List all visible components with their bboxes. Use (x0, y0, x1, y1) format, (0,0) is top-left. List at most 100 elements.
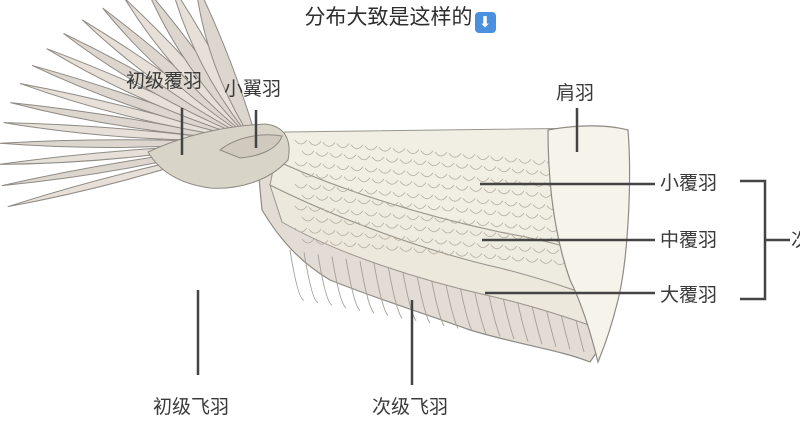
covert-scale (483, 210, 497, 215)
covert-scale (329, 241, 343, 246)
covert-scale (413, 226, 427, 231)
covert-scale (371, 200, 385, 206)
covert-scale (322, 186, 336, 191)
covert-scale (441, 184, 455, 190)
covert-scale (476, 243, 490, 248)
covert-scale (448, 196, 462, 202)
covert-scale (294, 183, 308, 189)
covert-scale (525, 169, 539, 175)
covert-scale (329, 197, 343, 202)
covert-scale (476, 199, 490, 204)
covert-scale (371, 222, 385, 228)
covert-scale (497, 211, 511, 217)
covert-scale (399, 181, 413, 186)
covert-scale (364, 167, 378, 173)
covert-scale (434, 239, 448, 245)
covert-scale (511, 256, 525, 262)
covert-scale (434, 151, 448, 157)
covert-scale (462, 154, 476, 159)
covert-scale (539, 215, 553, 220)
covert-scale (371, 178, 385, 184)
secondary-feather-line (317, 254, 333, 306)
covert-scale (357, 177, 371, 183)
secondary-feather-line (387, 265, 403, 319)
covert-scale (490, 200, 504, 206)
covert-scale (294, 227, 308, 233)
covert-scale (378, 234, 392, 240)
secondary-feather-line (289, 249, 305, 301)
covert-scale (329, 219, 343, 224)
covert-scale (343, 220, 357, 225)
covert-scale (322, 142, 336, 147)
covert-scale (336, 143, 350, 148)
covert-scale (483, 188, 497, 193)
covert-scale (399, 225, 413, 230)
covert-scale (357, 243, 371, 249)
alula-illustration (219, 134, 283, 159)
label-primary-coverts: 初级覆羽 (126, 70, 203, 92)
covert-scale (315, 217, 329, 223)
covert-scale (350, 188, 364, 194)
covert-scale (392, 170, 406, 175)
covert-scale (462, 242, 476, 247)
covert-scale (350, 144, 364, 150)
covert-scale (301, 150, 315, 156)
covert-scale (511, 168, 525, 174)
label-alula: 小翼羽 (224, 78, 282, 100)
covert-scale (392, 192, 406, 197)
covert-scale (518, 224, 532, 230)
covert-scale (434, 195, 448, 201)
label-bracket: 次 (791, 231, 800, 250)
covert-scale (399, 159, 413, 164)
covert-scale (448, 174, 462, 180)
covert-scale (315, 239, 329, 245)
title-text: 分布大致是这样的 (304, 5, 473, 29)
covert-scale (413, 160, 427, 165)
covert-scale (490, 222, 504, 228)
covert-scale (455, 251, 469, 257)
covert-scale (518, 202, 532, 208)
covert-scale (525, 191, 539, 197)
covert-scale (455, 185, 469, 191)
covert-scale (525, 213, 539, 219)
covert-scale (357, 199, 371, 205)
covert-scale (392, 214, 406, 219)
covert-scale (476, 177, 490, 182)
covert-scale (301, 216, 315, 222)
covert-scale (378, 190, 392, 196)
covert-scale (385, 179, 399, 185)
covert-scale (336, 231, 350, 236)
coverts-bracket (740, 179, 790, 301)
covert-scale (329, 175, 343, 180)
covert-scale (392, 148, 406, 153)
covert-scale (406, 193, 420, 198)
covert-scale (455, 207, 469, 213)
covert-scale (441, 250, 455, 256)
covert-scale (378, 212, 392, 218)
covert-scale (497, 233, 511, 239)
covert-scale (413, 204, 427, 209)
covert-scale (504, 201, 518, 207)
label-median-coverts: 中覆羽 (660, 229, 718, 251)
covert-scale (504, 245, 518, 251)
covert-scale (385, 245, 399, 251)
covert-scale (504, 157, 518, 163)
covert-scale (413, 248, 427, 253)
covert-scale (294, 139, 308, 145)
covert-scale (441, 162, 455, 168)
covert-scale (364, 145, 378, 151)
covert-scale (371, 244, 385, 250)
label-lesser-coverts: 小覆羽 (660, 172, 718, 194)
covert-scale (308, 228, 322, 234)
covert-scale (357, 155, 371, 161)
covert-scale (371, 156, 385, 162)
covert-scale (385, 223, 399, 229)
covert-scale (322, 208, 336, 213)
covert-scale (427, 249, 441, 255)
covert-scale (357, 221, 371, 227)
covert-scale (469, 187, 483, 192)
covert-scale (490, 244, 504, 250)
covert-scale (434, 173, 448, 179)
covert-scale (504, 223, 518, 229)
